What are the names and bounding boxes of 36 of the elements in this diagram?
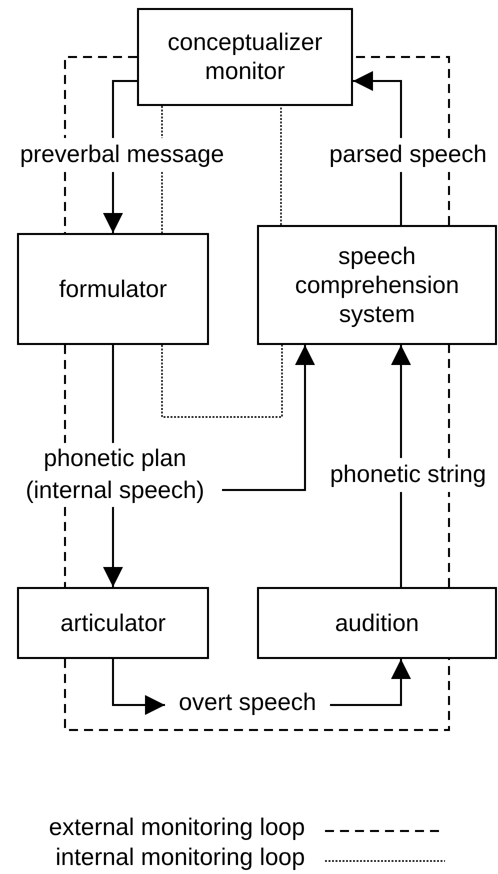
- arrow: [391, 345, 411, 458]
- arrow: [103, 172, 123, 233]
- connector-line: [353, 56, 450, 138]
- box-label: articulator: [60, 608, 166, 638]
- connector-line: [64, 172, 66, 233]
- box-label: speech comprehension system: [294, 242, 460, 328]
- connector-line: [64, 56, 137, 138]
- connector-line: [280, 106, 282, 225]
- legend-label: external monitoring loop: [48, 814, 305, 842]
- box-label: formulator: [58, 274, 168, 304]
- legend-label: internal monitoring loop: [54, 844, 305, 872]
- arrow: [222, 345, 315, 491]
- connector-line: [161, 172, 163, 233]
- connector-line: [64, 345, 66, 443]
- arrow: [112, 659, 165, 715]
- connector-line: [400, 492, 402, 587]
- arrow: [103, 507, 123, 587]
- process-box: [17, 233, 209, 345]
- connector-line: [112, 345, 114, 443]
- arrow: [353, 71, 402, 138]
- connector-line: [161, 106, 163, 138]
- connector-line: [448, 492, 450, 587]
- process-box: [257, 587, 497, 659]
- process-box: [257, 225, 497, 345]
- connector-line: [64, 507, 66, 587]
- connector-line: [64, 659, 450, 731]
- arrow: [330, 659, 411, 706]
- connector-line: [448, 172, 450, 225]
- connector-line: [161, 345, 283, 418]
- process-box: [17, 587, 209, 659]
- connector-line: [112, 80, 137, 138]
- connector-line: [400, 172, 402, 225]
- box-label: conceptualizer monitor: [166, 28, 324, 86]
- process-box: [137, 8, 353, 106]
- box-label: audition: [334, 608, 420, 638]
- connector-line: [448, 345, 450, 458]
